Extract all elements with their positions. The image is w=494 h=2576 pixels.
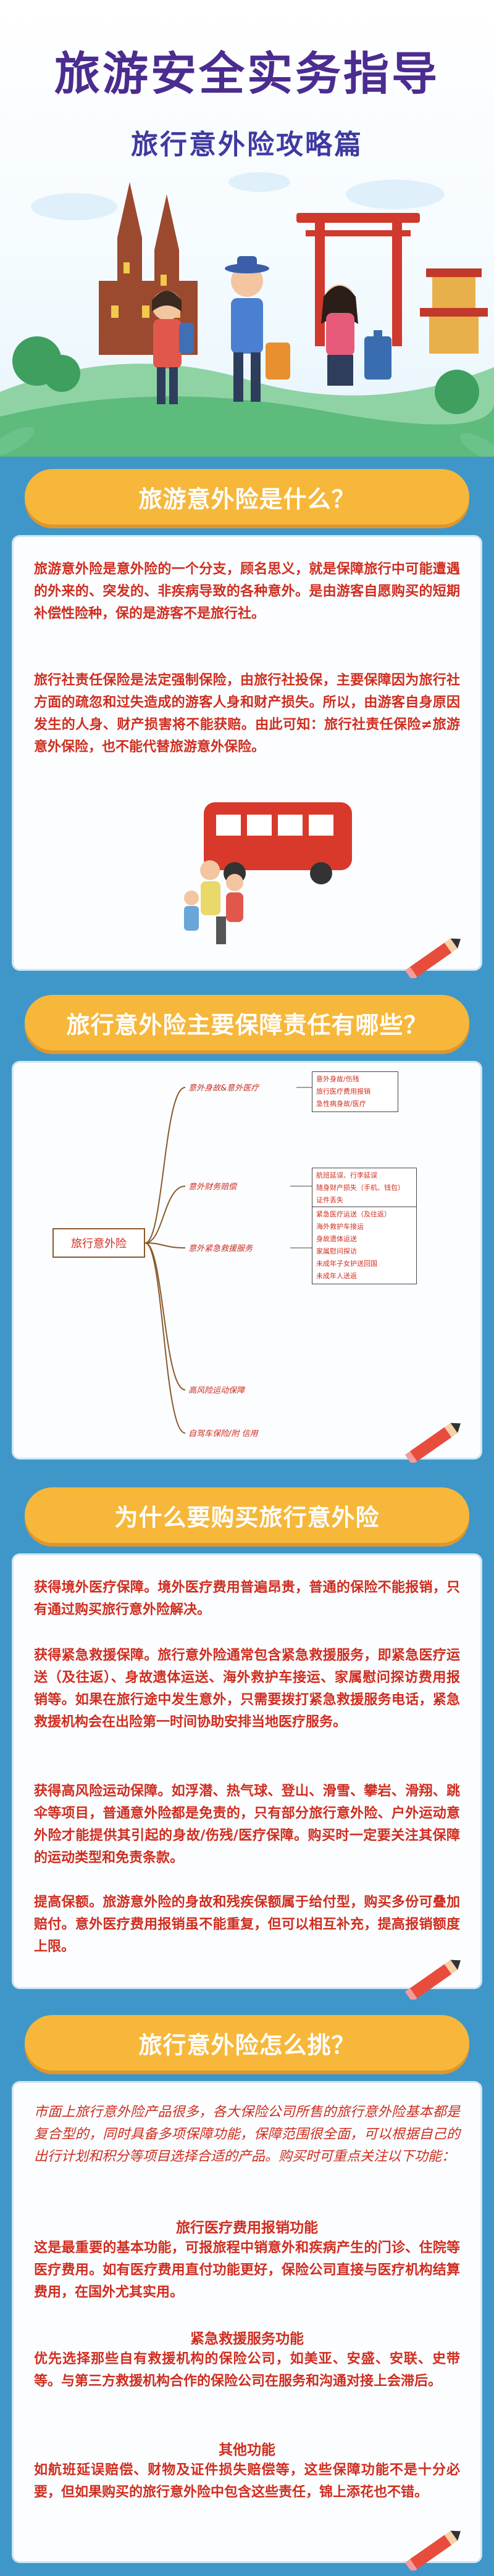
section-4-heading: 旅行意外险怎么挑？ [138, 2031, 356, 2059]
pencil-icon [404, 938, 461, 978]
mindmap-branch-2: 意外财务赔偿 [188, 1182, 237, 1192]
section-3-paragraph-2: 获得紧急救援保障。旅行意外险通常包含紧急救援服务，即紧急医疗运送（及往返）、身故… [34, 1648, 460, 1730]
section-4-header: 旅行意外险怎么挑？ [25, 2015, 469, 2071]
section-1-card [14, 537, 480, 969]
section-2-header: 旅行意外险主要保障责任有哪些？ [25, 995, 469, 1050]
pencil-icon [404, 1423, 461, 1463]
mindmap-lines [144, 1087, 312, 1434]
mindmap-root: 旅行意外险 [52, 1228, 145, 1258]
mindmap-branch-4: 高风险运动保障 [188, 1386, 245, 1395]
section-4-card [14, 2083, 480, 2561]
mindmap-leaf: 未成年人送返 [316, 1272, 357, 1280]
feature-2-title: 紧急救援服务功能 [190, 2331, 304, 2347]
mindmap-branch-5: 自驾车保险/附 信用 [188, 1429, 258, 1439]
mindmap-leaf: 未成年子女护送回国 [316, 1260, 377, 1268]
mindmap-leaf: 家属慰问探访 [316, 1247, 357, 1255]
mindmap-leaves-3: 紧急医疗运送（及往返） 海外救护车接运 身故遗体运送 家属慰问探访 未成年子女护… [312, 1207, 417, 1284]
bus-family-illustration [184, 802, 352, 944]
section-1-header: 旅游意外险是什么？ [25, 469, 469, 525]
feature-1-title: 旅行医疗费用报销功能 [176, 2220, 318, 2236]
mindmap-leaves-1: 意外身故/伤残 旅行医疗费用报销 急性病身故/医疗 [312, 1071, 398, 1112]
mindmap-leaves-2: 航班延误、行李延误 随身财产损失（手机、钱包） 证件丢失 [312, 1168, 417, 1208]
mindmap-leaf: 身故遗体运送 [316, 1235, 357, 1243]
mindmap-branch-1: 意外身故&意外医疗 [188, 1084, 259, 1093]
pencil-icon [404, 1959, 461, 2000]
mindmap-branch-3: 意外紧急救援服务 [188, 1244, 253, 1253]
mindmap-leaf: 旅行医疗费用报销 [316, 1087, 371, 1095]
mindmap-leaf: 紧急医疗运送（及往返） [316, 1210, 391, 1218]
section-3-card [14, 1555, 480, 1987]
mindmap-leaf: 证件丢失 [316, 1196, 343, 1204]
hero-banner: 旅游安全实务指导 旅行意外险攻略篇 [0, 0, 494, 457]
page-subtitle: 旅行意外险攻略篇 [131, 129, 363, 160]
mindmap-leaf: 海外救护车接运 [316, 1223, 364, 1231]
section-3-paragraph-3: 获得高风险运动保障。如浮潜、热气球、登山、滑雪、攀岩、滑翔、跳伞等项目，普通意外… [34, 1784, 460, 1866]
pencil-icon [404, 2530, 461, 2570]
section-4-intro: 市面上旅行意外险产品很多，各大保险公司所售的旅行意外险基本都是复合型的，同时具备… [34, 2104, 460, 2164]
mindmap-leaf: 急性病身故/医疗 [316, 1100, 366, 1108]
section-1-paragraph-1: 旅游意外险是意外险的一个分支，顾名思义，就是保障旅行中可能遭遇的外来的、突发的、… [34, 562, 460, 621]
feature-1-text: 这是最重要的基本功能，可报旅程中销意外和疾病产生的门诊、住院等医疗费用。如有医疗… [34, 2240, 460, 2300]
section-1-paragraph-2: 旅行社责任保险是法定强制保险，由旅行社投保，主要保障因为旅行社方面的疏忽和过失造… [34, 673, 460, 755]
mindmap-leaf: 航班延误、行李延误 [316, 1171, 377, 1179]
mindmap-leaf: 意外身故/伤残 [316, 1075, 359, 1083]
section-1-heading: 旅游意外险是什么？ [138, 485, 356, 513]
section-2-heading: 旅行意外险主要保障责任有哪些？ [66, 1011, 428, 1039]
mindmap-leaf: 随身财产损失（手机、钱包） [316, 1184, 404, 1192]
feature-3-title: 其他功能 [219, 2442, 275, 2458]
feature-3-text: 如航班延误赔偿、财物及证件损失赔偿等，这些保障功能不是十分必要，但如果购买的旅行… [34, 2462, 460, 2500]
section-3-paragraph-4: 提高保额。旅游意外险的身故和残疾保额属于给付型，购买多份可叠加赔付。意外医疗费用… [34, 1895, 460, 1955]
feature-2-text: 优先选择那些自有救援机构的保险公司，如美亚、安盛、安联、史带等。与第三方救援机构… [34, 2351, 460, 2389]
page-title: 旅游安全实务指导 [54, 48, 440, 101]
section-3-heading: 为什么要购买旅行意外险 [114, 1503, 380, 1531]
section-3-header: 为什么要购买旅行意外险 [25, 1487, 469, 1543]
section-3-paragraph-1: 获得境外医疗保障。境外医疗费用普遍昂贵，普通的保险不能报销，只有通过购买旅行意外… [34, 1580, 460, 1618]
travelers-illustration [0, 172, 494, 457]
